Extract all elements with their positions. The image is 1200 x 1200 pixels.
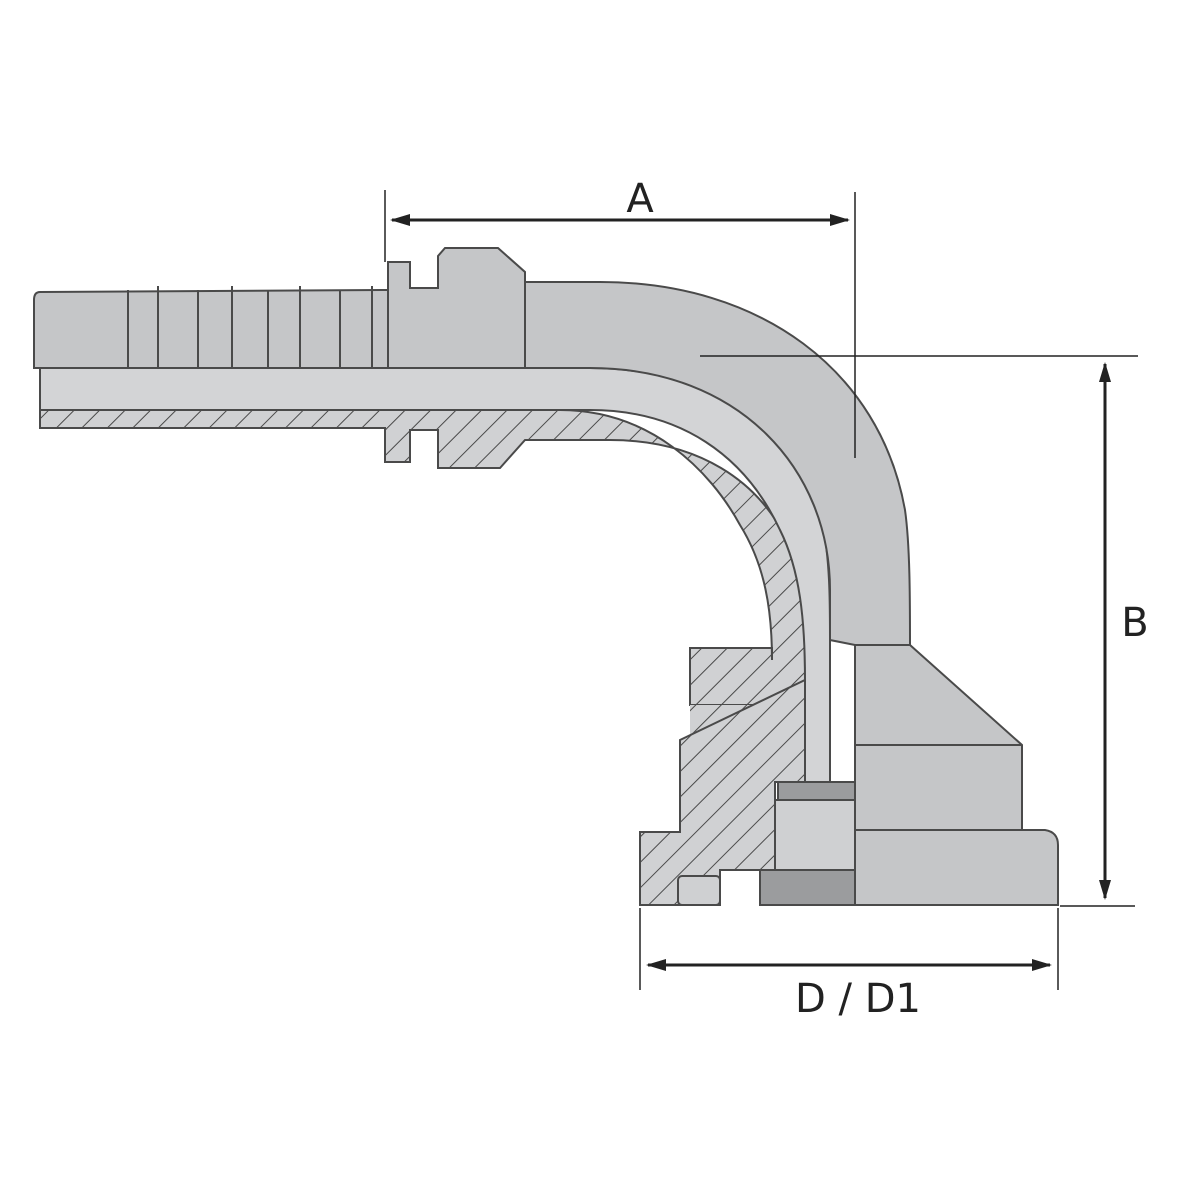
oring-stub (677, 875, 721, 906)
barb-ridges (127, 286, 373, 368)
section-hatched-half (39, 409, 806, 906)
fitting-outer-body (33, 247, 1059, 906)
collar (387, 247, 526, 369)
dimension-d-label: D / D1 (795, 976, 921, 1022)
hose-tail (33, 288, 391, 369)
seal-face-dark (759, 869, 856, 906)
flange-plate (854, 829, 1059, 906)
elbow-bend (524, 281, 912, 646)
seat-step (777, 781, 856, 801)
dimension-a-label: A (626, 176, 654, 222)
flange-hub (854, 644, 1023, 831)
oring-groove (774, 799, 856, 871)
dimension-lines (384, 190, 1138, 990)
stem-lower-wall-section (39, 409, 806, 706)
dimension-b-label: B (1121, 600, 1148, 646)
